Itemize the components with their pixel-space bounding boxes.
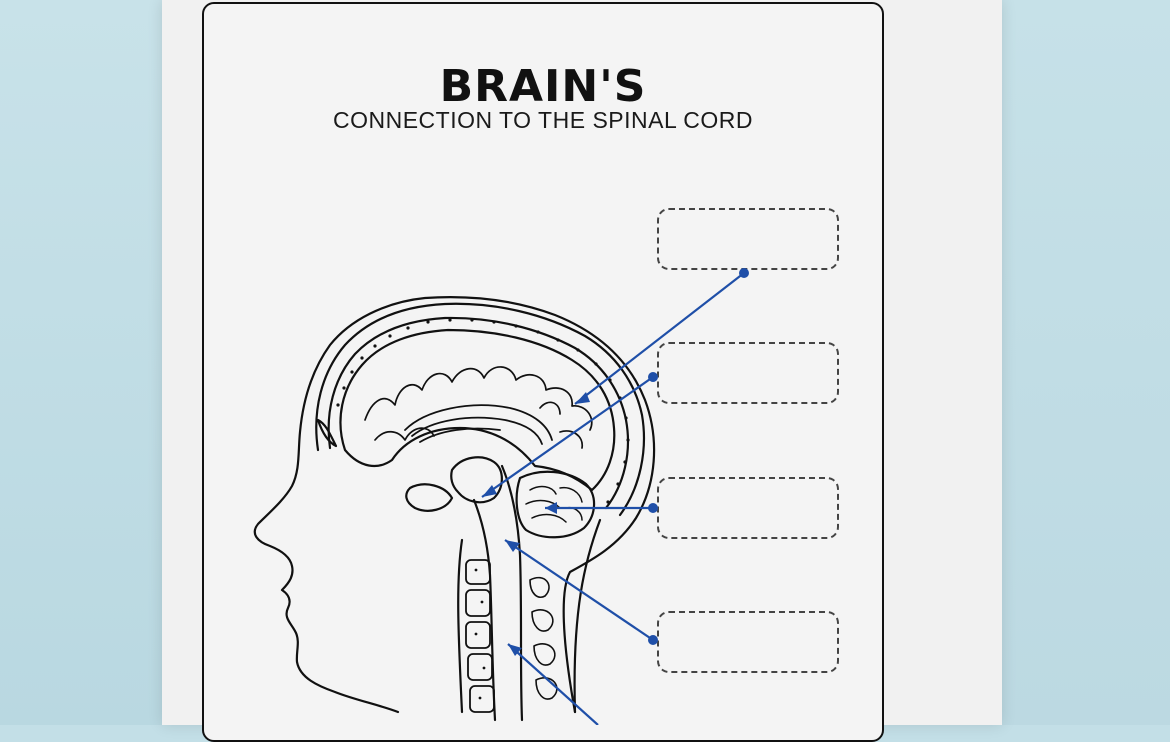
- pointer-arrow-5: [508, 644, 522, 656]
- corpus-callosum: [404, 404, 553, 445]
- pointer-line-4: [504, 539, 654, 641]
- nasal-cavity: [405, 483, 454, 512]
- label-box-2[interactable]: [657, 342, 839, 404]
- pointer-line-2: [481, 376, 654, 498]
- pointer-arrow-2: [482, 485, 497, 497]
- neck-back: [573, 518, 602, 714]
- brainstem-back: [500, 464, 524, 722]
- cervical-vertebrae: [465, 559, 495, 713]
- frontal-sinus: [316, 418, 338, 448]
- pointer-arrow-1: [575, 392, 590, 404]
- skull-inner-line: [327, 316, 630, 510]
- label-box-4[interactable]: [657, 611, 839, 673]
- background-right: [995, 0, 1170, 725]
- label-box-1[interactable]: [657, 208, 839, 270]
- pointer-line-5: [507, 643, 599, 725]
- cerebellum-outline: [515, 470, 596, 539]
- head-profile-outline: [253, 296, 656, 714]
- pointer-line-1: [574, 272, 745, 405]
- pointer-dot-3: [648, 503, 658, 513]
- brainstem-front: [472, 498, 497, 722]
- pointer-dot-1: [739, 268, 749, 278]
- pointer-arrow-4: [505, 540, 520, 552]
- pointer-arrow-3: [545, 502, 557, 514]
- worksheet-frame: BRAIN'S CONNECTION TO THE SPINAL CORD: [202, 2, 884, 742]
- pointer-lines: [481, 268, 749, 725]
- pointer-dot-4: [648, 635, 658, 645]
- background-left: [0, 0, 175, 725]
- thalamus: [450, 456, 503, 504]
- neck-front: [457, 538, 464, 714]
- skull-outer-line: [315, 302, 645, 517]
- pointer-dot-2: [648, 372, 658, 382]
- cerebellum-folia: [525, 485, 583, 523]
- cerebrum-outline: [339, 328, 616, 492]
- brain-gyri: [364, 366, 593, 449]
- worksheet-title: BRAIN'S: [439, 61, 647, 112]
- skull-dots: [336, 318, 630, 700]
- worksheet-subtitle: CONNECTION TO THE SPINAL CORD: [332, 107, 754, 133]
- brain-spinal-cord-sagittal-section-icon: [253, 268, 749, 725]
- spinous-processes: [529, 576, 558, 700]
